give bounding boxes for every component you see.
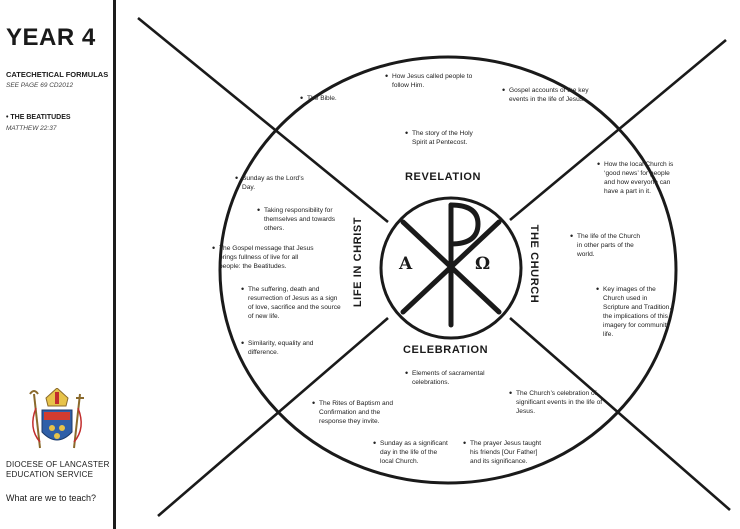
omega-symbol: Ω: [475, 254, 491, 274]
note-life-1: •Sunday as the Lord’s Day.: [235, 174, 312, 192]
catechetical-formulas-title: CATECHETICAL FORMULAS: [6, 70, 109, 79]
note-text: The prayer Jesus taught his friends [Our…: [470, 440, 542, 465]
note-text: Sunday as the Lord’s Day.: [242, 175, 304, 191]
note-text: How the local Church is ‘good news’ for …: [604, 161, 674, 195]
note-text: The story of the Holy Spirit at Pentecos…: [412, 130, 473, 146]
note-text: The Gospel message that Jesus brings ful…: [219, 245, 314, 270]
note-dot: •: [596, 284, 600, 294]
note-text: How Jesus called people to follow Him.: [392, 73, 473, 89]
note-church-1: •How the local Church is ‘good news’ for…: [597, 160, 676, 196]
diocese-line2: EDUCATION SERVICE: [6, 470, 94, 479]
diagram-lines: [137, 16, 731, 517]
divider-line-top-right: [509, 39, 727, 221]
note-text: The life of the Church in other parts of…: [577, 233, 641, 258]
note-life-2: •Taking responsibility for themselves an…: [257, 206, 346, 233]
note-dot: •: [502, 85, 506, 95]
note-text: The Bible.: [307, 95, 337, 102]
note-dot: •: [405, 128, 409, 138]
diocese-crest-icon: [29, 388, 84, 449]
year-heading: YEAR 4: [6, 24, 96, 51]
what-to-teach-question: What are we to teach?: [6, 493, 97, 503]
note-dot: •: [405, 368, 409, 378]
diocese-line1: DIOCESE OF LANCASTER: [6, 460, 110, 469]
note-life-5: •Similarity, equality and difference.: [241, 339, 328, 357]
beatitudes-title: • THE BEATITUDES: [6, 114, 71, 121]
note-dot: •: [241, 338, 245, 348]
note-life-4: •The suffering, death and resurrection o…: [241, 285, 344, 321]
curriculum-diagram: A Ω REVELATION CELEBRATION LIFE IN CHRIS…: [118, 0, 740, 529]
note-dot: •: [385, 71, 389, 81]
outer-circle: [218, 55, 678, 485]
sidebar: YEAR 4 CATECHETICAL FORMULAS SEE PAGE 69…: [0, 0, 112, 529]
note-dot: •: [463, 438, 467, 448]
alpha-symbol: A: [399, 254, 413, 274]
note-celebration-5: •The prayer Jesus taught his friends [Ou…: [463, 439, 546, 466]
note-text: Taking responsibility for themselves and…: [264, 207, 336, 232]
note-text: Gospel accounts of the key events in the…: [509, 87, 589, 103]
note-dot: •: [257, 205, 261, 215]
note-dot: •: [570, 231, 574, 241]
note-text: Similarity, equality and difference.: [248, 340, 314, 356]
label-life-in-christ: LIFE IN CHRIST: [352, 216, 364, 308]
note-text: Sunday as a significant day in the life …: [380, 440, 448, 465]
divider-line-bottom-right: [509, 317, 731, 511]
note-celebration-3: •The Rites of Baptism and Confirmation a…: [312, 399, 409, 426]
bullet-icon: •: [6, 114, 11, 121]
note-revelation-3: •Gospel accounts of the key events in th…: [502, 86, 593, 104]
note-church-2: •The life of the Church in other parts o…: [570, 232, 645, 259]
sidebar-divider: [113, 0, 116, 529]
note-dot: •: [212, 243, 216, 253]
note-dot: •: [373, 438, 377, 448]
note-dot: •: [241, 284, 245, 294]
divider-line-bottom-left: [157, 317, 389, 517]
note-celebration-1: •Elements of sacramental celebrations.: [405, 369, 492, 387]
beatitudes-label: THE BEATITUDES: [10, 114, 71, 121]
divider-line-top-left: [137, 16, 389, 224]
catechetical-formulas-ref: SEE PAGE 69 CD2012: [6, 82, 74, 89]
note-text: Key images of the Church used in Scriptu…: [603, 286, 672, 338]
note-revelation-4: •The story of the Holy Spirit at Penteco…: [405, 129, 486, 147]
note-dot: •: [509, 388, 513, 398]
note-celebration-4: •Sunday as a significant day in the life…: [373, 439, 448, 466]
label-celebration: CELEBRATION: [403, 344, 489, 356]
note-dot: •: [312, 398, 316, 408]
note-text: The suffering, death and resurrection of…: [248, 286, 341, 320]
note-dot: •: [300, 93, 304, 103]
note-revelation-1: •How Jesus called people to follow Him.: [385, 72, 480, 90]
note-text: The Church’s celebration of significant …: [516, 390, 603, 415]
label-the-church: THE CHURCH: [528, 224, 540, 304]
note-revelation-2: •The Bible.: [300, 94, 367, 103]
note-celebration-2: •The Church’s celebration of significant…: [509, 389, 604, 416]
note-dot: •: [235, 173, 239, 183]
note-dot: •: [597, 159, 601, 169]
note-life-3: •The Gospel message that Jesus brings fu…: [212, 244, 319, 271]
note-text: Elements of sacramental celebrations.: [412, 370, 485, 386]
note-text: The Rites of Baptism and Confirmation an…: [319, 400, 394, 425]
note-church-3: •Key images of the Church used in Script…: [596, 285, 675, 339]
beatitudes-ref: MATTHEW 22:37: [6, 125, 57, 132]
chi-rho-icon: [400, 202, 502, 328]
label-revelation: REVELATION: [405, 171, 482, 183]
diocese-name: DIOCESE OF LANCASTER EDUCATION SERVICE: [6, 460, 110, 480]
